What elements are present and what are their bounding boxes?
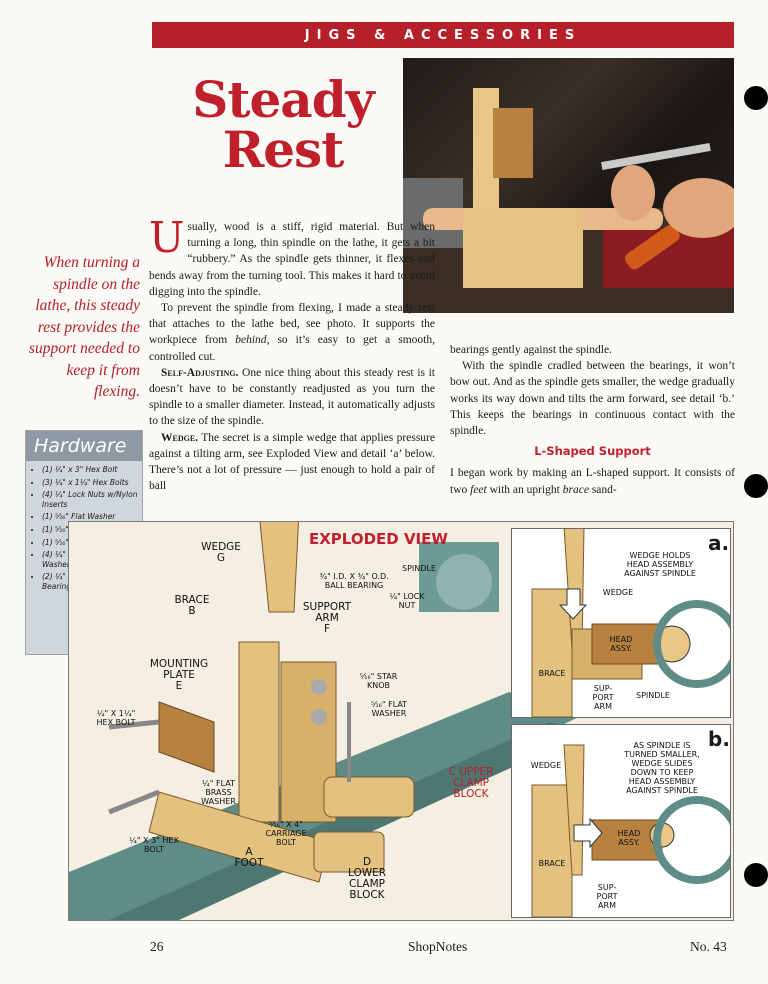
subhead: L-Shaped Support: [534, 444, 651, 459]
detail-b: b. AS SPINDLE IS TURNED SMALLER, WEDGE S…: [511, 724, 731, 918]
detail-a-brace-label: BRACE: [538, 669, 566, 678]
detail-b-note: AS SPINDLE IS TURNED SMALLER, WEDGE SLID…: [624, 741, 700, 795]
registration-dot: [744, 86, 768, 110]
exploded-view-title: EXPLODED VIEW: [309, 530, 448, 548]
detail-a-note: WEDGE HOLDS HEAD ASSEMBLY AGAINST SPINDL…: [624, 551, 696, 578]
flat-washer-label: ⁵⁄₁₆" FLAT WASHER: [370, 700, 408, 718]
detail-b-wedge-label: WEDGE: [530, 761, 562, 770]
paragraph: Wedge. The secret is a simple wedge that…: [149, 431, 435, 493]
spindle-label: SPINDLE: [402, 564, 436, 573]
run-in-head: Self-Adjusting.: [161, 366, 239, 379]
magazine-name: ShopNotes: [408, 939, 468, 954]
detail-a-spindle-label: SPINDLE: [636, 691, 670, 700]
hardware-title: Hardware: [26, 431, 142, 461]
carriage-bolt-label: ⁵⁄₁₆" x 4" CARRIAGE BOLT: [265, 820, 307, 847]
detail-b-drawing: [531, 744, 730, 917]
brass-washer-label: ¼" FLAT BRASS WASHER: [201, 779, 236, 806]
detail-a: a. WEDGE HOLDS HEAD ASSEMBLY AGAINST SPI…: [511, 528, 731, 718]
paragraph: bearings gently against the spindle.: [450, 344, 612, 356]
upper-clamp-label: C UPPER CLAMP BLOCK: [448, 766, 494, 800]
paragraph: I began work by making an L-shaped suppo…: [450, 467, 735, 496]
ball-bearing-label: ¾" I.D. x ¾" O.D. BALL BEARING: [319, 572, 389, 590]
detail-a-letter: a.: [708, 531, 730, 555]
body-column-2: bearings gently against the spindle. Wit…: [450, 342, 735, 498]
detail-b-brace-label: BRACE: [538, 859, 566, 868]
lathe-photo-drawing: [403, 88, 734, 313]
page-number: 26: [150, 939, 164, 954]
section-banner: JIGS & ACCESSORIES: [152, 22, 734, 48]
registration-dot: [744, 863, 768, 887]
run-in-head: Wedge.: [161, 431, 199, 444]
drop-cap: U: [149, 213, 185, 262]
registration-dot: [744, 474, 768, 498]
detail-a-drawing: [531, 529, 730, 717]
paragraph: With the spindle cradled between the bea…: [450, 360, 735, 438]
illustration-drawing: [69, 522, 589, 920]
title-line-1: Steady: [192, 70, 374, 129]
lathe-photo: [403, 58, 734, 313]
paragraph: To prevent the spindle from flexing, I m…: [149, 302, 435, 363]
star-knob-label: ⁵⁄₁₆" STAR KNOB: [359, 672, 398, 690]
issue-number: No. 43: [690, 939, 727, 954]
title-line-2: Rest: [222, 120, 345, 179]
paragraph: Self-Adjusting. One nice thing about thi…: [149, 366, 435, 428]
detail-b-arm-label: SUP-PORT ARM: [596, 883, 618, 910]
lock-nut-label: ¼" LOCK NUT: [389, 592, 425, 610]
detail-a-arm-label: SUP-PORT ARM: [592, 684, 614, 711]
short-hex-bolt-label: ¼" x 1¼" HEX BOLT: [96, 709, 136, 727]
detail-b-letter: b.: [708, 727, 730, 751]
detail-a-head-label: HEAD ASSY.: [609, 635, 633, 653]
detail-b-head-label: HEAD ASSY.: [617, 829, 641, 847]
photo-caption: When turning a spindle on the lathe, thi…: [28, 254, 140, 400]
long-hex-bolt-label: ¼" x 3" HEX BOLT: [129, 836, 179, 854]
section-title: JIGS & ACCESSORIES: [304, 27, 582, 43]
hardware-item: (3) ¼" x 1¼" Hex Bolts: [42, 478, 138, 488]
hardware-item: (1) ⁵⁄₁₆" Flat Washer: [42, 512, 138, 522]
article-title: Steady Rest: [178, 75, 388, 175]
detail-a-wedge-label: WEDGE: [602, 588, 634, 597]
hardware-item: (1) ¼" x 3" Hex Bolt: [42, 465, 138, 475]
hardware-item: (4) ¼" Lock Nuts w/Nylon Inserts: [42, 490, 138, 509]
